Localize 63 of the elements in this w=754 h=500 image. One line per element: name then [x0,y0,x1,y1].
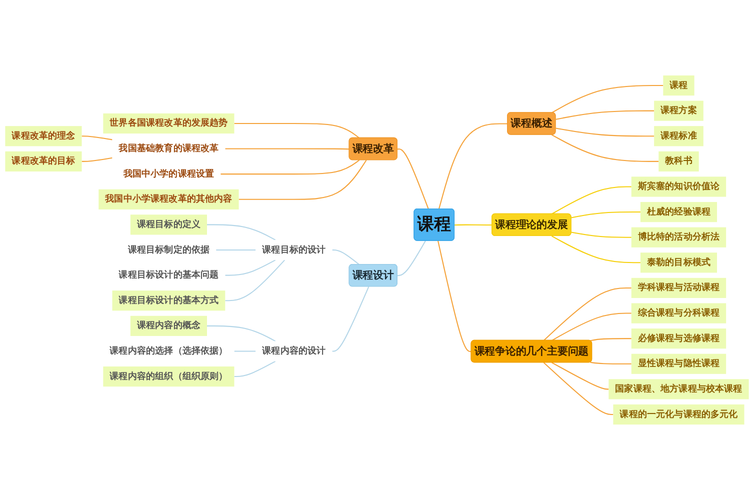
node-text: 我国基础教育的课程改革 [118,143,219,154]
connector [225,260,286,302]
node-box: 课程改革的理念 [5,126,82,146]
node-box: 课程内容的概念 [130,316,207,336]
connector [543,362,614,415]
connector [234,360,276,378]
node-box: 斯宾塞的知识价值论 [631,176,726,197]
node-text: 我国中小学的课程设置 [123,168,214,179]
connector [397,240,426,276]
connector [82,157,112,162]
connector [238,160,367,200]
node-text: 课程目标的设计 [262,244,326,255]
connector [397,148,429,210]
node-text: 课程目标设计的基本问题 [118,270,219,280]
connector [551,312,632,341]
connector [552,134,659,162]
node-box: 教科书 [658,151,699,172]
connector [454,224,492,226]
connector [571,212,640,218]
node-box: 课程目标设计的基本方式 [112,290,226,311]
node-box: 综合课程与分科课程 [631,303,726,324]
node-text: 课程内容的选择（选择依据） [110,346,228,356]
node-box: 泰勒的目标模式 [640,252,718,273]
connector [207,224,276,240]
node-box: 国家课程、地方课程与校本课程 [608,379,749,400]
node-text: 课程内容的设计 [262,346,326,356]
node-box: 课程的一元化与课程的多元化 [613,404,744,425]
node-box: 学科课程与活动课程 [631,278,726,298]
node-text: 课程目标制定的依据 [128,244,210,255]
connector [552,236,640,264]
node-box: 博比特的活动分析法 [631,227,726,248]
connector [552,362,609,390]
connector [543,287,632,341]
connector [332,249,360,265]
node-box: 课程标准 [654,126,704,146]
connector [234,350,256,352]
connector [234,122,360,138]
connector [556,128,654,137]
connector [207,325,276,342]
node-box: 课程方案 [654,100,704,121]
node-box: 我国中小学课程改革的其他内容 [98,189,239,210]
connector [571,232,632,238]
node-box: 课程 [663,75,694,96]
connector [225,260,276,276]
node-box: 世界各国课程改革的发展趋势 [103,113,234,134]
connector [82,136,112,140]
connector [438,240,472,352]
node-box: 课程目标的定义 [130,214,207,235]
connector [590,362,632,364]
node-box: 显性课程与隐性课程 [631,354,726,374]
connector [332,286,370,352]
connector [590,338,632,342]
connector [216,249,256,251]
node-box: 必修课程与选修课程 [631,328,726,349]
connector [225,148,350,150]
node-box: 课程改革的目标 [5,151,82,172]
connector [438,123,508,210]
connector [220,160,360,175]
connector [552,85,664,114]
node-box: 杜威的经验课程 [640,202,718,222]
connector [552,186,632,214]
node-box: 课程内容的组织（组织原则） [103,366,234,387]
connector [556,110,654,120]
